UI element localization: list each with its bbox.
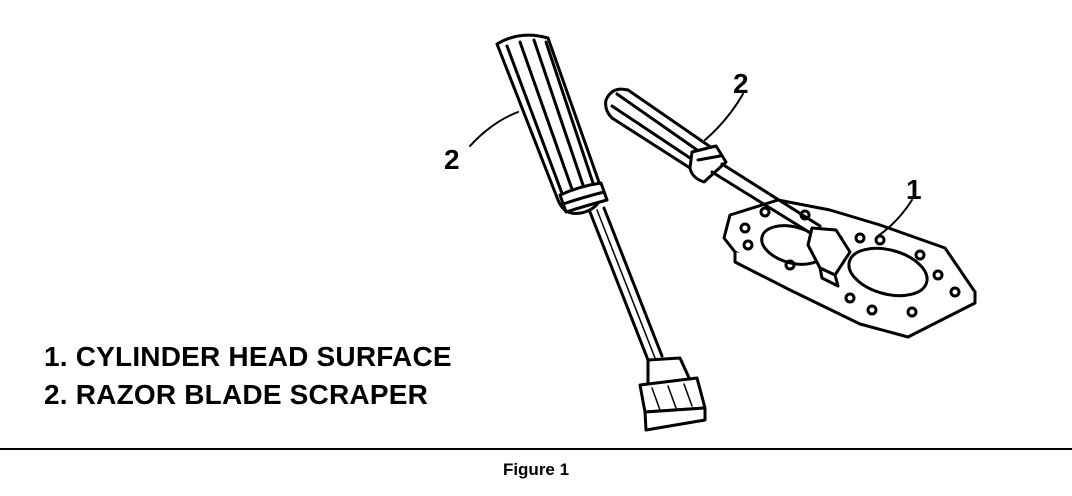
leader-right-scraper (704, 93, 744, 141)
leader-left-scraper (469, 111, 519, 147)
callout-label-left-scraper: 2 (444, 144, 460, 175)
callout-label-cylinder-head: 1 (906, 174, 922, 205)
callout-label-right-scraper: 2 (733, 68, 749, 99)
legend-item-razor-blade-scraper: 2. RAZOR BLADE SCRAPER (44, 379, 428, 410)
right-scraper (604, 87, 852, 288)
legend: 1. CYLINDER HEAD SURFACE 2. RAZOR BLADE … (44, 338, 452, 414)
leader-cylinder-head (877, 199, 913, 237)
figure-caption: Figure 1 (502, 460, 570, 479)
caption-divider (0, 448, 1072, 450)
illustration (469, 33, 977, 432)
left-scraper (495, 33, 707, 432)
cylinder-head-gasket (722, 198, 977, 339)
legend-item-cylinder-head: 1. CYLINDER HEAD SURFACE (44, 341, 452, 372)
